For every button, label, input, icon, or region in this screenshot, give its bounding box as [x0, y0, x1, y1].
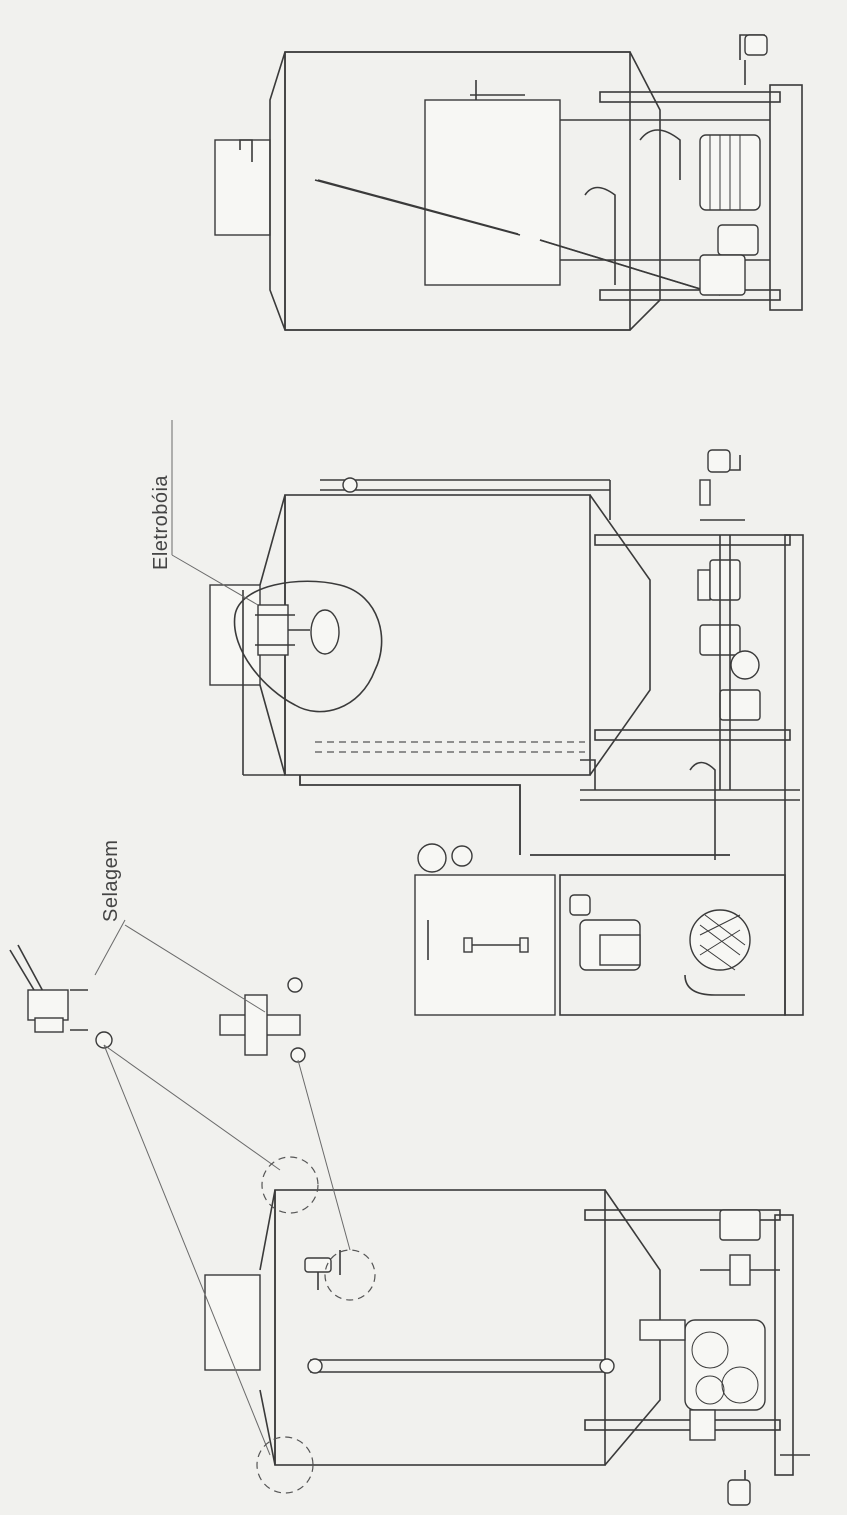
- eletroboia-highlight: [233, 580, 383, 713]
- seal-highlight-top: [261, 1156, 319, 1214]
- side-base-frame: [774, 1214, 794, 1476]
- top-pump: [717, 224, 759, 256]
- label-eletroboia: Eletrobóia: [150, 474, 172, 570]
- seal-highlight-mid: [324, 1249, 376, 1301]
- pressure-gauge: [417, 843, 447, 873]
- label-selagem: Selagem: [100, 839, 122, 922]
- top-roof-left: [269, 51, 286, 331]
- eletroboia-float: [257, 604, 289, 656]
- side-tank-body: [274, 1189, 606, 1466]
- unit-top-view: [214, 34, 803, 331]
- seal-clamp-detail: [27, 989, 69, 1021]
- selagem-details: [9, 420, 376, 1494]
- top-base-frame: [769, 84, 803, 311]
- seal-highlight-bottom: [256, 1436, 314, 1494]
- top-inner-chamber: [424, 99, 561, 286]
- top-tank-body: [284, 51, 631, 331]
- unit-side-view: [204, 1189, 810, 1506]
- top-vent-pipe: [239, 139, 253, 162]
- front-hood: [209, 584, 261, 686]
- top-hood: [214, 139, 271, 236]
- side-pump: [684, 1319, 766, 1411]
- unit-front-view: [209, 449, 804, 1016]
- front-base-frame: [784, 534, 804, 1016]
- side-hood: [204, 1274, 261, 1371]
